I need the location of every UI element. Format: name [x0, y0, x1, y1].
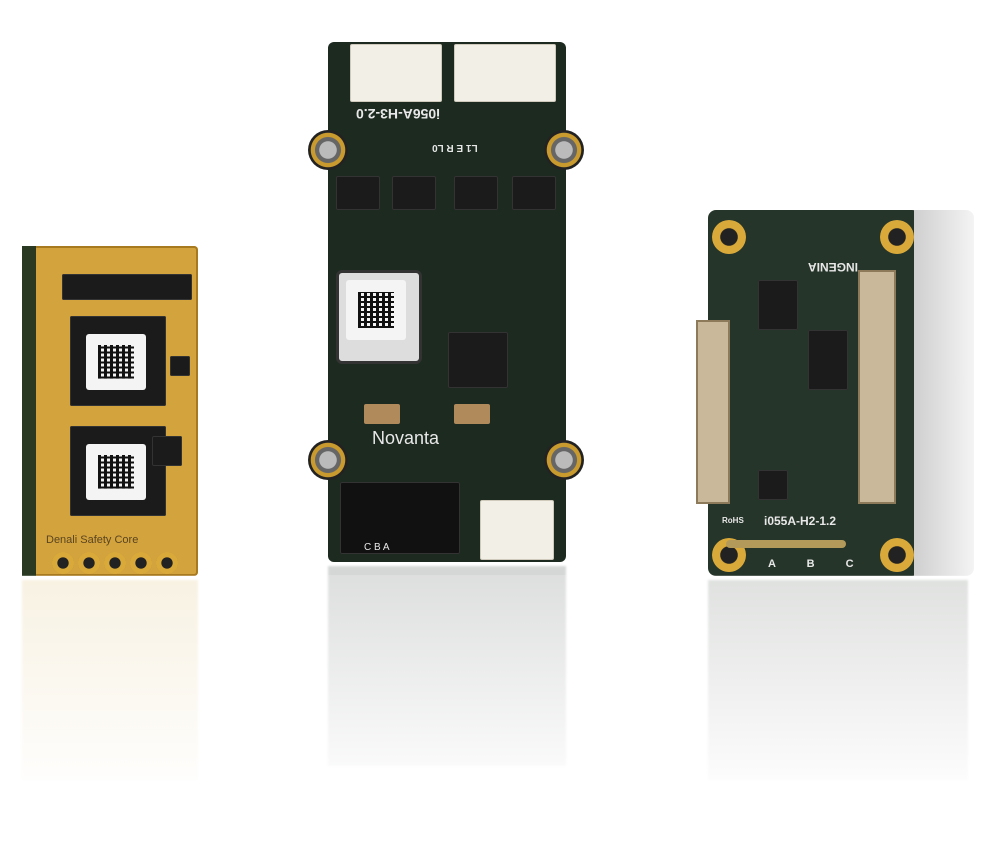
connector — [350, 44, 442, 102]
rohs-mark: RoHS — [722, 516, 744, 525]
denali-safety-core-board: Denali Safety Core — [22, 246, 198, 576]
datamatrix-code — [86, 444, 146, 500]
screw — [544, 130, 584, 170]
model-label: i055A-H2-1.2 — [764, 514, 837, 528]
datamatrix-code — [86, 334, 146, 390]
novanta-logo: Novanta — [372, 428, 440, 448]
datamatrix-code — [346, 280, 406, 340]
screw — [308, 130, 348, 170]
ingenia-drive-board: INGENIA RoHS i055A-H2-1.2 A B C — [696, 210, 974, 576]
led-labels: L1 E R L0 — [432, 142, 478, 153]
pin-labels: C B A — [364, 542, 390, 553]
connector — [480, 500, 554, 560]
screw — [308, 440, 348, 480]
pin-labels: A B C — [768, 558, 868, 570]
denali-label: Denali Safety Core — [46, 534, 139, 546]
screw — [544, 440, 584, 480]
connector — [454, 44, 556, 102]
ingenia-logo: INGENIA — [808, 260, 859, 274]
model-label: i056A-H3-2.0 — [356, 106, 441, 122]
novanta-drive-board: i056A-H3-2.0 L1 E R L0 Novanta C B A — [308, 42, 584, 562]
